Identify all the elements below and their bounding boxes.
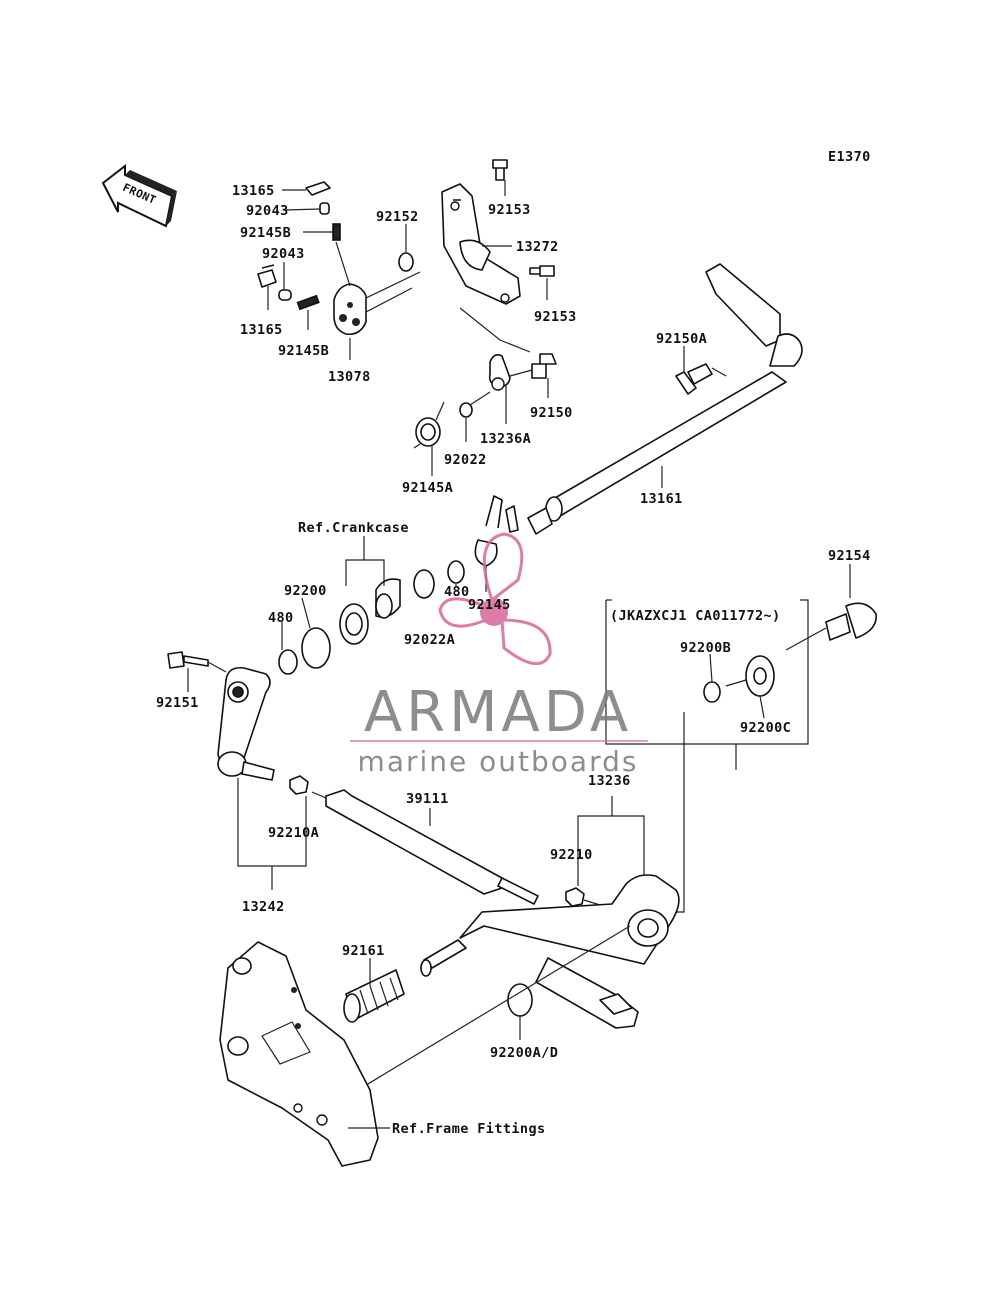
label-variant-note: (JKAZXCJ1 CA011772~) (610, 608, 781, 624)
part-labels: 13165 92043 92145B 92043 13165 92145B 13… (156, 183, 871, 1137)
label-92043-lower: 92043 (262, 246, 305, 262)
label-92153-top: 92153 (488, 202, 531, 218)
clip-13165-left-shape (257, 264, 277, 288)
bolt-92150a-shape (675, 363, 713, 395)
clip-13165-top-shape (305, 181, 331, 196)
shift-shaft-13161-shape (527, 263, 803, 535)
label-13078: 13078 (328, 369, 371, 385)
rubber-92161-shape (343, 969, 405, 1023)
washer-480-right-shape (413, 569, 435, 599)
seal-bearing-cluster (278, 495, 519, 675)
spring-92145-shape (474, 495, 503, 567)
label-13236: 13236 (588, 773, 631, 789)
label-92043-top: 92043 (246, 203, 289, 219)
washer-92200ad-shape (507, 983, 533, 1017)
label-ref-crankcase: Ref.Crankcase (298, 520, 409, 536)
label-92145: 92145 (468, 597, 511, 613)
label-13242: 13242 (242, 899, 285, 915)
washer-92152-shape (398, 252, 414, 272)
label-39111: 39111 (406, 791, 449, 807)
pin-92043-lower-shape (278, 289, 292, 301)
armada-watermark: ARMADA marine outboards (350, 532, 648, 778)
washer-480-left-shape (278, 649, 298, 675)
leader-lines (187, 180, 851, 986)
bolt-92151-shape (167, 651, 209, 669)
plate-13272-shape (441, 183, 521, 305)
watermark-tagline: marine outboards (358, 745, 639, 778)
label-92200: 92200 (284, 583, 327, 599)
tie-rod-39111-shape (311, 789, 645, 911)
label-92153-lower: 92153 (534, 309, 577, 325)
label-92150: 92150 (530, 405, 573, 421)
spring-92145b-lower-shape (296, 294, 320, 311)
ring-92022a-shape (447, 560, 465, 584)
screw-92153-top-shape (492, 159, 508, 181)
variant-parts (656, 602, 877, 913)
spring-92145a-shape (413, 401, 445, 449)
washer-92200b-shape (703, 681, 721, 703)
shift-pedal-13236-shape (343, 874, 680, 1097)
shift-arm-13242-shape (167, 651, 309, 890)
bolt-92154-shape (825, 602, 877, 641)
watermark-brand: ARMADA (364, 680, 632, 745)
label-92145b-lower: 92145B (278, 343, 329, 359)
cam-13078-shape (333, 271, 421, 336)
screw-92153-lower-shape (529, 265, 555, 277)
label-480-right: 480 (444, 584, 470, 600)
nut-92210a-shape (289, 775, 309, 795)
label-13272: 13272 (516, 239, 559, 255)
nut-92210-shape (565, 887, 585, 907)
footrest-bracket-shape (219, 941, 390, 1167)
label-92200c: 92200C (740, 720, 791, 736)
label-13236a: 13236A (480, 431, 531, 447)
label-92154: 92154 (828, 548, 871, 564)
spring-92145b-top-shape (332, 223, 341, 241)
label-13165-lower: 13165 (240, 322, 283, 338)
diagram-code: E1370 (828, 149, 871, 165)
label-13161: 13161 (640, 491, 683, 507)
label-92200b: 92200B (680, 640, 731, 656)
label-92151: 92151 (156, 695, 199, 711)
bolt-92150-shape (531, 353, 557, 379)
label-92210: 92210 (550, 847, 593, 863)
label-92152: 92152 (376, 209, 419, 225)
pin-92043-top-shape (319, 202, 330, 215)
label-13165-top: 13165 (232, 183, 275, 199)
label-92145b-top: 92145B (240, 225, 291, 241)
label-480-left: 480 (268, 610, 294, 626)
washer-92022-shape (459, 402, 473, 418)
label-92200ad: 92200A/D (490, 1045, 558, 1061)
label-92022a: 92022A (404, 632, 455, 648)
label-92161: 92161 (342, 943, 385, 959)
washer-92200-shape (301, 627, 331, 669)
label-92150a: 92150A (656, 331, 707, 347)
label-92022: 92022 (444, 452, 487, 468)
front-arrow-icon: FRONT (101, 163, 177, 228)
label-92145a: 92145A (402, 480, 453, 496)
label-92210a: 92210A (268, 825, 319, 841)
label-ref-frame-fittings: Ref.Frame Fittings (392, 1121, 546, 1137)
variant-box (605, 599, 809, 745)
propeller-logo-icon (438, 532, 552, 665)
